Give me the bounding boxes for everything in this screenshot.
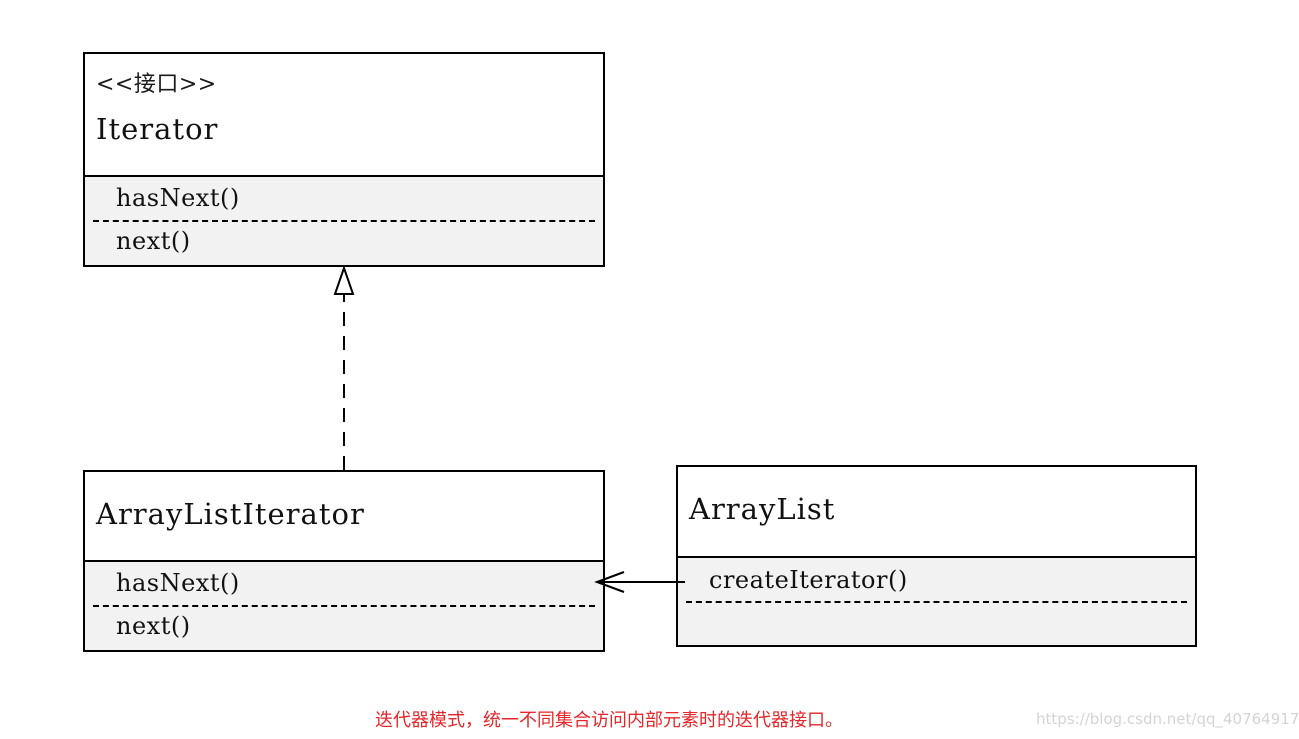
name-compartment: <<接口>> Iterator: [85, 54, 603, 175]
class-name: Iterator: [96, 112, 219, 146]
name-compartment: ArrayListIterator: [85, 472, 603, 560]
class-iterator: <<接口>> Iterator hasNext() next(): [83, 52, 605, 267]
operation-hasnext: hasNext(): [116, 184, 240, 212]
watermark: https://blog.csdn.net/qq_40764917: [1036, 710, 1299, 728]
realization-arrowhead: [333, 264, 355, 295]
operation-create-iterator: createIterator(): [709, 566, 908, 594]
operation-next: next(): [116, 227, 191, 255]
operation-divider: [686, 601, 1187, 603]
diagram-caption: 迭代器模式，统一不同集合访问内部元素时的迭代器接口。: [375, 710, 843, 731]
stereotype-label: <<接口>>: [96, 72, 217, 97]
operation-hasnext: hasNext(): [116, 569, 240, 597]
association-arrowhead: [594, 571, 625, 593]
operation-divider: [93, 605, 595, 607]
operation-divider: [93, 220, 595, 222]
operations-compartment: createIterator(): [678, 556, 1195, 645]
operations-compartment: hasNext() next(): [85, 560, 603, 650]
class-name: ArrayList: [689, 492, 836, 526]
operations-compartment: hasNext() next(): [85, 175, 603, 265]
class-arraylist: ArrayList createIterator(): [676, 465, 1197, 647]
class-name: ArrayListIterator: [96, 497, 365, 531]
name-compartment: ArrayList: [678, 467, 1195, 556]
class-arraylist-iterator: ArrayListIterator hasNext() next(): [83, 470, 605, 652]
operation-next: next(): [116, 612, 191, 640]
